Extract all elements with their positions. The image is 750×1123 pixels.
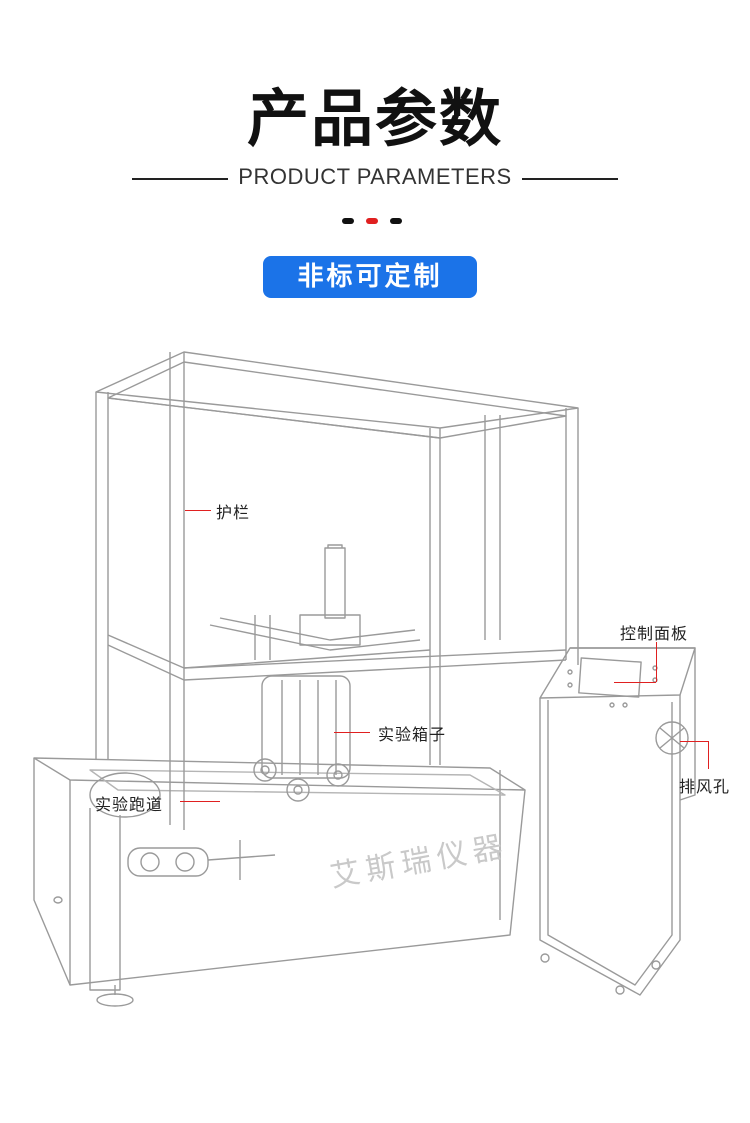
page-subtitle: PRODUCT PARAMETERS bbox=[238, 164, 512, 189]
control-panel-label: 控制面板 bbox=[620, 624, 689, 643]
exhaust-vent-label: 排风孔 bbox=[679, 777, 731, 796]
control-panel-leader-v bbox=[656, 642, 657, 682]
guardrail-leader bbox=[185, 510, 211, 511]
dot-left bbox=[342, 218, 354, 224]
test-box-leader bbox=[334, 732, 370, 733]
test-box-label: 实验箱子 bbox=[378, 725, 447, 744]
exhaust-vent-leader-v bbox=[708, 741, 709, 769]
test-track-leader bbox=[180, 801, 220, 802]
page-title: 产品参数 bbox=[246, 82, 503, 155]
product-drawing bbox=[33, 351, 696, 1007]
dot-center bbox=[366, 218, 378, 224]
custom-badge: 非标可定制 bbox=[263, 256, 477, 298]
exhaust-vent-leader-h bbox=[680, 741, 708, 742]
subtitle-row: PRODUCT PARAMETERS bbox=[0, 162, 750, 196]
test-track-label: 实验跑道 bbox=[95, 795, 164, 814]
control-panel-leader-h bbox=[614, 682, 656, 683]
dot-right bbox=[390, 218, 402, 224]
divider-left bbox=[132, 178, 228, 180]
decorative-dots bbox=[340, 218, 410, 226]
divider-right bbox=[522, 178, 618, 180]
guardrail-label: 护栏 bbox=[216, 503, 251, 522]
